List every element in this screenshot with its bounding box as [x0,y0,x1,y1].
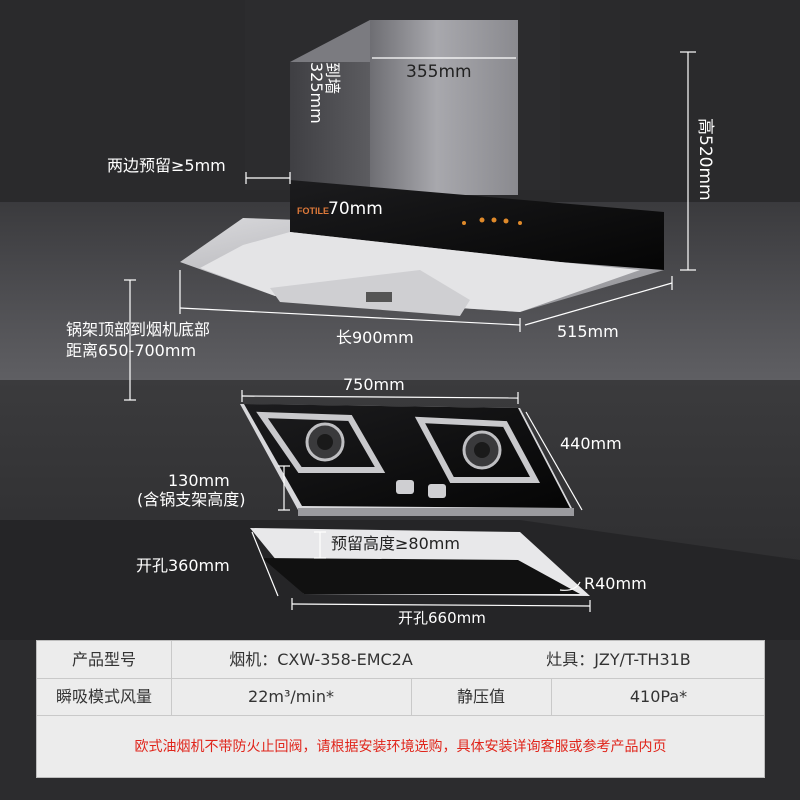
upper-cabinet-right [560,0,800,190]
burner-left-grate [256,411,386,473]
corner-radius-label: R40mm [584,574,647,593]
spec-divider-2 [411,678,412,715]
knob-right [428,484,446,498]
spec-hood-model: 烟机：CXW-358-EMC2A [229,650,413,669]
dimension-lines [124,51,696,612]
side-clearance-label: 两边预留≥5mm [107,156,226,175]
stove-height-label-line1: 130mm [168,471,230,490]
spec-label-model: 产品型号 [71,650,136,669]
spec-divider-1 [171,641,172,715]
spec-airflow-value: 22m³/min* [248,687,334,706]
chimney-front [370,20,518,195]
cutout-clearance-label: 预留高度≥80mm [331,534,460,553]
hood-height-label: 高520mm [695,118,715,201]
chimney-side [290,20,370,195]
spec-label-airflow: 瞬吸模式风量 [55,687,152,706]
brand-logo: FOTILE [297,206,329,216]
spec-divider-3 [551,678,552,715]
hood-depth-label: 515mm [557,322,619,341]
hood-glass-panel [290,180,664,270]
spec-table: 产品型号 烟机：CXW-358-EMC2A 灶具：JZY/T-TH31B 瞬吸模… [36,640,765,778]
cutout-depth-label: 开孔360mm [136,556,230,575]
spec-row-airflow: 瞬吸模式风量 22m³/min* 静压值 410Pa* [37,678,764,716]
hood-length-label: 长900mm [336,328,414,347]
stove-width-label: 750mm [343,375,405,394]
stove-depth-label: 440mm [560,434,622,453]
burner-right-grate [414,416,541,483]
spec-row-model: 产品型号 烟机：CXW-358-EMC2A 灶具：JZY/T-TH31B [37,641,764,679]
pot-to-hood-label-line2: 距离650-700mm [66,341,197,360]
spec-pressure-value: 410Pa* [629,687,688,706]
pot-to-hood-label-line1: 锅架顶部到烟机底部 [66,320,211,339]
cutout-width-label: 开孔660mm [398,609,486,627]
upper-cabinet-left [0,0,245,200]
knob-left [396,480,414,494]
stove-height-label-line2: (含锅支架高度) [137,490,246,509]
panel-height-label: 70mm [328,199,383,219]
cutout-hole [262,558,580,594]
depth-to-wall-value: 325mm [307,62,326,124]
spec-pressure-label: 静压值 [456,687,505,706]
chimney-width-label: 355mm [406,62,472,82]
spec-stove-model: 灶具：JZY/T-TH31B [546,650,691,669]
install-notice: 欧式油烟机不带防火止回阀，请根据安装环境选购，具体安装详询客服或参考产品内页 [134,739,667,755]
